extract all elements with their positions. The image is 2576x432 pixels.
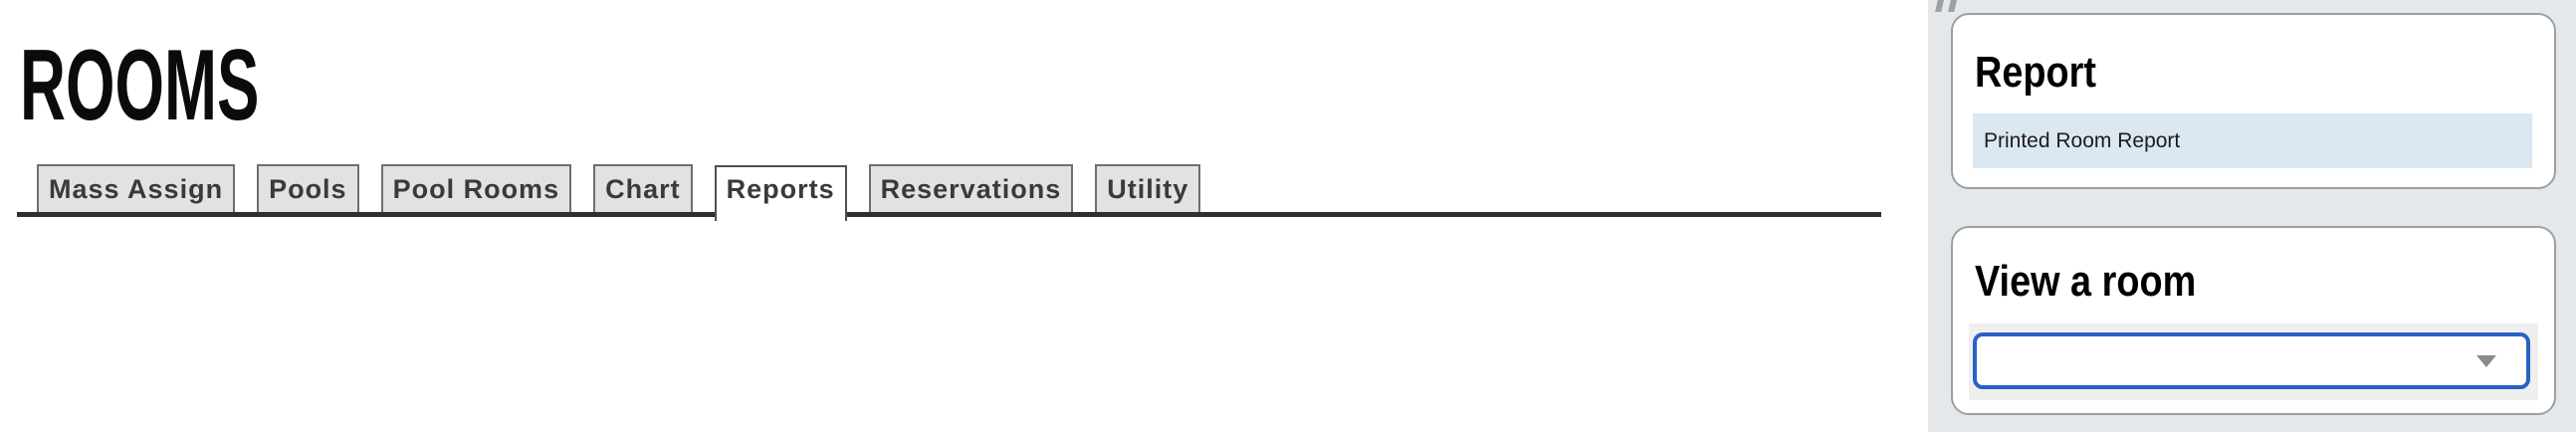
tab-reports[interactable]: Reports xyxy=(714,165,847,221)
room-select-dropdown[interactable] xyxy=(1973,332,2530,389)
room-select-strip xyxy=(1969,324,2538,400)
tab-label: Reports xyxy=(726,174,835,204)
tab-label: Pools xyxy=(269,173,347,204)
view-room-panel: View a room xyxy=(1951,226,2556,415)
tab-pools[interactable]: Pools xyxy=(257,164,359,212)
tab-bar: Mass Assign Pools Pool Rooms Chart Reports Re… xyxy=(17,164,1881,221)
collapse-sidebar-icon[interactable] xyxy=(1935,0,1958,12)
tab-label: Chart xyxy=(605,173,681,204)
tab-chart[interactable]: Chart xyxy=(593,164,693,212)
main-content: ROOMS Mass Assign Pools Pool Rooms Chart Rep… xyxy=(0,35,1928,432)
tab-pool-rooms[interactable]: Pool Rooms xyxy=(380,164,572,212)
chevron-mark xyxy=(1935,0,1945,12)
tab-mass-assign[interactable]: Mass Assign xyxy=(37,164,236,212)
view-room-panel-title: View a room xyxy=(1975,257,2197,306)
printed-room-report-link[interactable]: Printed Room Report xyxy=(1973,113,2532,168)
tab-label: Reservations xyxy=(880,173,1062,204)
reports-tab-content xyxy=(0,217,1928,432)
chevron-mark xyxy=(1948,0,1958,12)
tab-label: Utility xyxy=(1107,173,1189,204)
tab-label: Pool Rooms xyxy=(392,173,560,204)
tab-utility[interactable]: Utility xyxy=(1095,164,1201,212)
sidebar: Report Printed Room Report View a room xyxy=(1928,0,2576,432)
report-panel-title: Report xyxy=(1975,48,2096,97)
page-title: ROOMS xyxy=(20,36,400,136)
tab-reservations[interactable]: Reservations xyxy=(868,164,1074,212)
tab-label: Mass Assign xyxy=(49,173,224,204)
report-panel: Report Printed Room Report xyxy=(1951,13,2556,189)
page-title-text: ROOMS xyxy=(20,30,260,141)
chevron-down-icon xyxy=(2476,354,2496,367)
